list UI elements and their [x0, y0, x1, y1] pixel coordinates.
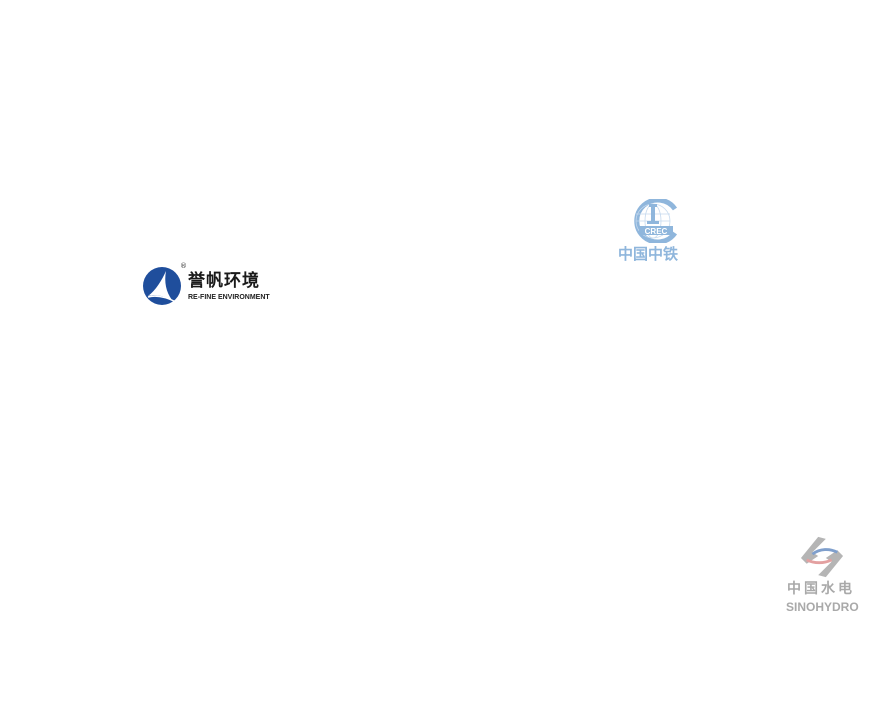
registered-mark: ®: [180, 262, 187, 270]
refine-name-en: RE-FINE ENVIRONMENT: [188, 294, 270, 301]
sinohydro-logo: 中国水电 SINOHYDRO: [784, 535, 866, 619]
refine-environment-logo: ® 誉帆环境 RE-FINE ENVIRONMENT: [142, 262, 282, 310]
sail-emblem-icon: [143, 267, 181, 305]
sinohydro-name-cn: 中国水电: [787, 581, 855, 597]
sinohydro-emblem-icon: [800, 536, 844, 578]
globe-rail-emblem-icon: CREC: [634, 199, 678, 243]
crec-logo: CREC 中国中铁: [615, 199, 687, 265]
crec-emblem-text: CREC: [645, 227, 668, 236]
sinohydro-name-en: SINOHYDRO: [786, 600, 859, 614]
refine-name-cn: 誉帆环境: [188, 271, 260, 291]
crec-name-cn: 中国中铁: [618, 245, 679, 263]
